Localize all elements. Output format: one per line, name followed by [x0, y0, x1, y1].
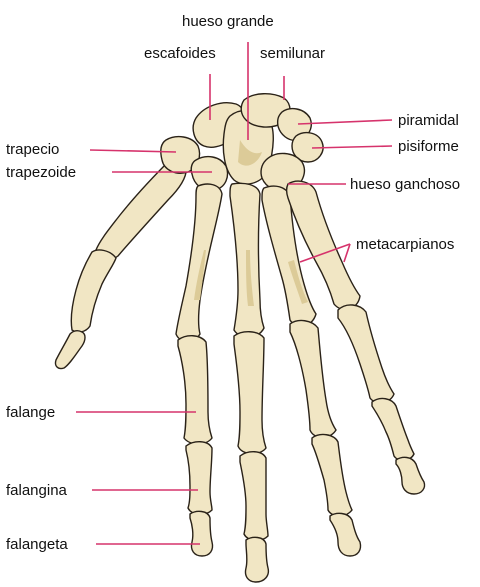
label-hueso-grande: hueso grande — [182, 13, 274, 30]
label-escafoides: escafoides — [144, 45, 216, 62]
leader-metacarpianos-b — [344, 244, 350, 262]
label-piramidal: piramidal — [398, 112, 459, 129]
ring-finger — [290, 321, 361, 556]
ring-proximal-phalanx — [290, 321, 336, 438]
ring-distal-phalanx — [330, 513, 361, 556]
metacarpal-index — [176, 184, 222, 341]
index-finger — [178, 336, 213, 556]
middle-proximal-phalanx — [234, 332, 266, 454]
ring-middle-phalanx — [312, 435, 352, 516]
label-pisiforme: pisiforme — [398, 138, 459, 155]
middle-finger — [234, 332, 268, 582]
middle-middle-phalanx — [240, 452, 268, 541]
label-falangina: falangina — [6, 482, 68, 499]
label-trapecio: trapecio — [6, 141, 59, 158]
leader-pisiforme — [312, 146, 392, 148]
index-middle-phalanx — [186, 442, 212, 515]
label-falangeta: falangeta — [6, 536, 68, 553]
thumb-distal-phalanx — [55, 331, 85, 369]
thumb — [55, 160, 186, 369]
leader-piramidal — [298, 120, 392, 124]
labels: hueso grande escafoides semilunar pirami… — [6, 13, 460, 553]
little-middle-phalanx — [372, 399, 414, 461]
label-trapezoide: trapezoide — [6, 164, 76, 181]
label-falange: falange — [6, 404, 55, 421]
thumb-metacarpal — [96, 160, 186, 259]
little-distal-phalanx — [396, 457, 425, 494]
metacarpals — [176, 181, 360, 341]
index-distal-phalanx — [190, 511, 213, 556]
thumb-proximal-phalanx — [71, 250, 116, 332]
index-proximal-phalanx — [178, 336, 212, 444]
middle-distal-phalanx — [245, 537, 268, 582]
label-metacarpianos: metacarpianos — [356, 236, 454, 253]
little-proximal-phalanx — [338, 305, 394, 403]
label-semilunar: semilunar — [260, 45, 325, 62]
label-hueso-ganchoso: hueso ganchoso — [350, 176, 460, 193]
little-finger — [338, 305, 425, 494]
